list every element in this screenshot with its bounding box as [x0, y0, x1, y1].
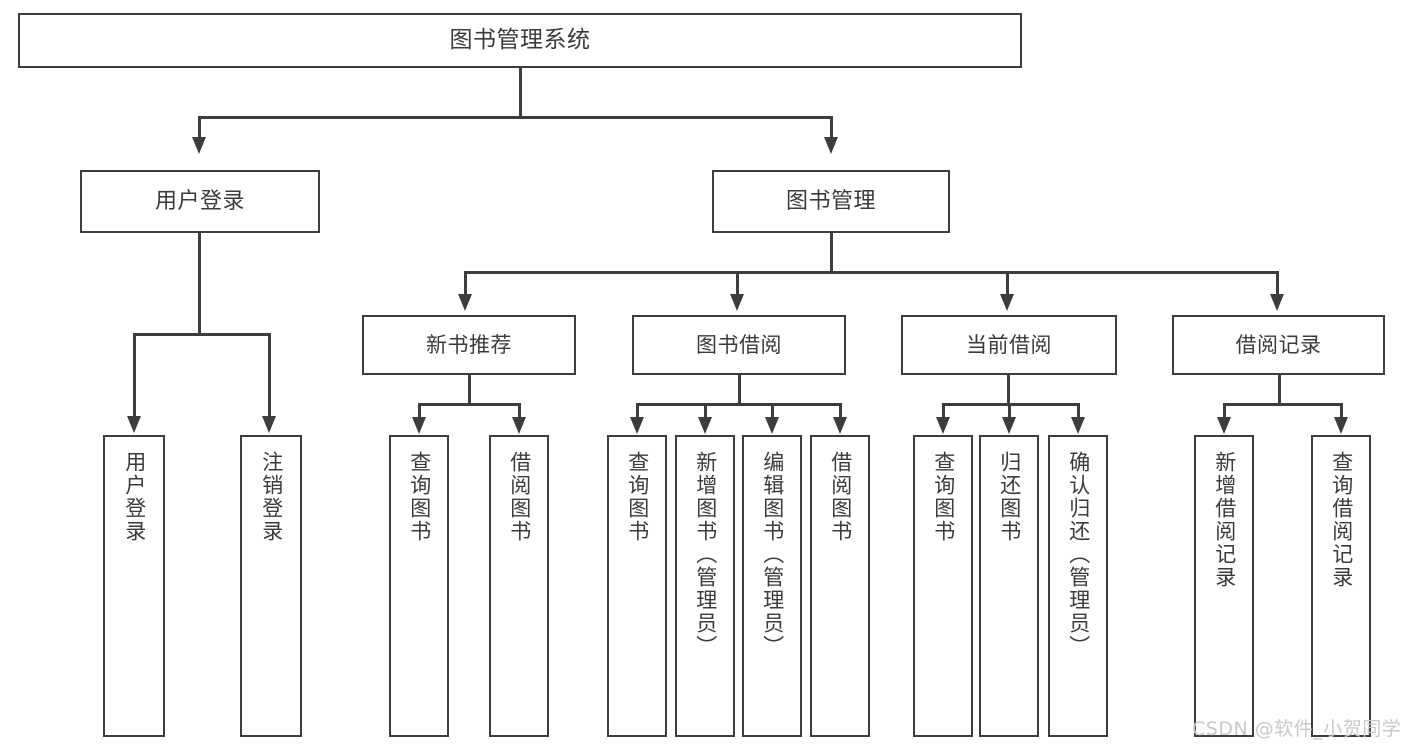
connector-borrowrecord-stem: [1278, 375, 1281, 405]
leaf-bookborrow-borrow-book[interactable]: 借阅图书: [810, 435, 870, 737]
connector-borrowrecord-drop-1: [1223, 403, 1226, 419]
node-label: 当前借阅: [966, 332, 1052, 357]
arrow-to-leaf-bookborrow-3: [765, 417, 779, 434]
connector-bookmanage-stem: [830, 233, 833, 273]
node-current-borrow[interactable]: 当前借阅: [901, 315, 1117, 375]
arrow-to-leaf-borrowrecord-1: [1217, 417, 1231, 434]
node-book-borrow[interactable]: 图书借阅: [632, 315, 846, 375]
leaf-label: 借阅图书: [507, 451, 532, 543]
connector-bookmanage-drop-3: [1006, 271, 1009, 296]
arrow-to-leaf-logout: [262, 416, 276, 433]
leaf-label: 编辑图书（管理员）: [760, 451, 785, 658]
connector-borrowrecord-drop-2: [1340, 403, 1343, 419]
leaf-currentborrow-return-book[interactable]: 归还图书: [979, 435, 1039, 737]
leaf-label: 查询借阅记录: [1329, 451, 1354, 589]
leaf-label: 归还图书: [997, 451, 1022, 543]
arrow-to-current-borrow: [1000, 294, 1014, 311]
arrow-to-leaf-currentborrow-3: [1071, 417, 1085, 434]
connector-currentborrow-bus: [942, 403, 1079, 406]
leaf-label: 借阅图书: [828, 451, 853, 543]
leaf-newbook-borrow-book[interactable]: 借阅图书: [489, 435, 549, 737]
arrow-to-leaf-bookborrow-1: [630, 417, 644, 434]
connector-newbook-bus: [418, 403, 520, 406]
arrow-to-leaf-currentborrow-2: [1002, 417, 1016, 434]
node-label: 图书管理: [785, 188, 876, 214]
connector-userlogin-bus: [133, 333, 270, 336]
connector-bookborrow-drop-4: [839, 403, 842, 419]
leaf-label: 用户登录: [122, 451, 147, 543]
arrow-to-leaf-borrowrecord-2: [1334, 417, 1348, 434]
arrow-to-leaf-newbook-1: [412, 417, 426, 434]
leaf-currentborrow-query-book[interactable]: 查询图书: [913, 435, 973, 737]
connector-borrowrecord-bus: [1223, 403, 1342, 406]
arrow-to-borrow-record: [1270, 294, 1284, 311]
connector-bookborrow-drop-2: [704, 403, 707, 419]
node-label: 新书推荐: [426, 332, 512, 357]
connector-newbook-drop-1: [418, 403, 421, 419]
connector-bookborrow-drop-3: [771, 403, 774, 419]
arrow-to-leaf-user-login: [127, 416, 141, 433]
node-label: 用户登录: [154, 188, 245, 214]
arrow-to-leaf-newbook-2: [512, 417, 526, 434]
arrow-to-user-login: [192, 137, 206, 154]
connector-newbook-drop-2: [518, 403, 521, 419]
connector-currentborrow-drop-3: [1077, 403, 1080, 419]
node-borrow-record[interactable]: 借阅记录: [1172, 315, 1385, 375]
leaf-bookborrow-add-book[interactable]: 新增图书（管理员）: [675, 435, 735, 737]
leaf-bookborrow-query-book[interactable]: 查询图书: [607, 435, 667, 737]
leaf-newbook-query-book[interactable]: 查询图书: [389, 435, 449, 737]
arrow-to-leaf-bookborrow-2: [698, 417, 712, 434]
leaf-bookborrow-edit-book[interactable]: 编辑图书（管理员）: [742, 435, 802, 737]
leaf-logout[interactable]: 注销登录: [240, 435, 302, 737]
node-label: 图书借阅: [696, 332, 782, 357]
connector-userlogin-drop-2: [268, 333, 271, 418]
leaf-label: 新增图书（管理员）: [693, 451, 718, 658]
connector-bookmanage-drop-2: [736, 271, 739, 296]
leaf-borrowrecord-add-record[interactable]: 新增借阅记录: [1194, 435, 1254, 737]
node-root-system[interactable]: 图书管理系统: [18, 13, 1022, 68]
arrow-to-new-book: [458, 294, 472, 311]
connector-userlogin-drop-1: [133, 333, 136, 418]
node-label: 借阅记录: [1235, 332, 1322, 357]
arrow-to-leaf-currentborrow-1: [936, 417, 950, 434]
leaf-borrowrecord-query-record[interactable]: 查询借阅记录: [1311, 435, 1371, 737]
node-book-manage[interactable]: 图书管理: [712, 170, 950, 233]
leaf-currentborrow-confirm-return[interactable]: 确认归还（管理员）: [1048, 435, 1108, 737]
node-user-login[interactable]: 用户登录: [80, 170, 320, 233]
leaf-label: 查询图书: [407, 451, 432, 543]
connector-bookmanage-drop-1: [464, 271, 467, 296]
connector-bookmanage-bus: [464, 271, 1278, 274]
leaf-user-login[interactable]: 用户登录: [103, 435, 165, 737]
node-new-book-recommend[interactable]: 新书推荐: [362, 315, 576, 375]
connector-root-stem: [519, 68, 522, 118]
node-label: 图书管理系统: [449, 27, 591, 54]
arrow-to-book-borrow: [730, 294, 744, 311]
leaf-label: 查询图书: [625, 451, 650, 543]
connector-newbook-stem: [468, 375, 471, 405]
connector-userlogin-stem: [198, 233, 201, 335]
arrow-to-book-manage: [824, 137, 838, 154]
leaf-label: 确认归还（管理员）: [1066, 451, 1091, 658]
arrow-to-leaf-bookborrow-4: [833, 417, 847, 434]
connector-root-drop-left: [198, 116, 201, 139]
connector-currentborrow-stem: [1007, 375, 1010, 405]
connector-currentborrow-drop-2: [1008, 403, 1011, 419]
connector-root-drop-right: [830, 116, 833, 139]
connector-bookborrow-drop-1: [636, 403, 639, 419]
connector-bookmanage-drop-4: [1276, 271, 1279, 296]
connector-bookborrow-bus: [636, 403, 841, 406]
leaf-label: 查询图书: [931, 451, 956, 543]
connector-root-bus: [198, 116, 832, 119]
leaf-label: 注销登录: [259, 451, 284, 543]
leaf-label: 新增借阅记录: [1212, 451, 1237, 589]
connector-bookborrow-stem: [738, 375, 741, 405]
connector-currentborrow-drop-1: [942, 403, 945, 419]
